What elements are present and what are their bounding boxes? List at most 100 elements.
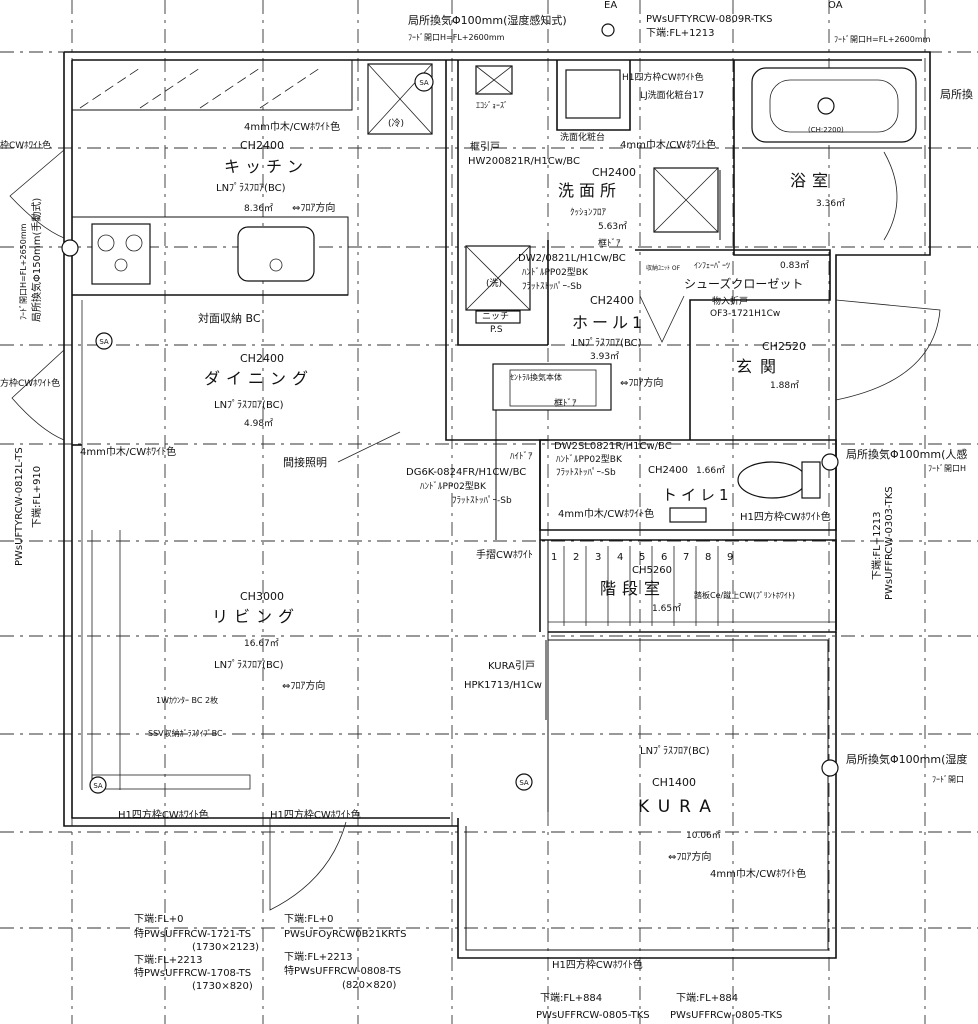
w3-sill: 下端:FL+0: [284, 912, 333, 925]
door1-handle: ﾊﾝﾄﾞﾙPP02型BK: [522, 267, 589, 278]
hall-ch: CH2400: [590, 294, 634, 307]
hall-floor: LNﾌﾟﾗｽﾌﾛｱ(BC): [572, 337, 642, 349]
washroom-door-code: HW200821R/H1Cw/BC: [468, 156, 580, 167]
entrance-name: 玄関: [736, 357, 784, 376]
stair: [548, 546, 836, 626]
left-window-sill: 下端:FL+910: [30, 466, 43, 528]
w4-code: 特PWsUFFRCW-0808-TS: [284, 965, 401, 977]
toilet-area: 1.66㎡: [696, 465, 725, 476]
dining-area: 4.98㎡: [244, 418, 273, 429]
living-area: 16.67㎡: [244, 638, 279, 649]
w6-sill: 下端:FL+884: [676, 991, 738, 1004]
stair-ch: CH5260: [632, 565, 672, 576]
step-number: 5: [639, 552, 645, 563]
left-hood: ﾌｰﾄﾞ開口H=FL+2650mm: [19, 223, 28, 320]
washroom-frame: H1四方枠CWﾎﾜｲﾄ色: [622, 71, 704, 83]
door3-handle: ﾊﾝﾄﾞﾙPP02型BK: [420, 481, 487, 492]
toilet-fixtures: [669, 461, 821, 523]
w4-sill: 下端:FL+2213: [284, 950, 353, 963]
shoe-name: シューズクローゼット: [684, 276, 803, 291]
entrance-area: 1.88㎡: [770, 380, 799, 391]
door2-stopper: ﾌﾗｯﾄｽﾄｯﾊﾟｰ-Sb: [556, 467, 616, 478]
washroom-vanity-model: LJ洗面化粧台17: [640, 89, 704, 101]
top-hood-right: ﾌｰﾄﾞ開口H=FL+2600mm: [834, 35, 931, 44]
top-window-code: PWsUFTYRCW-0809R-TKS: [646, 14, 772, 25]
interior-walls: [71, 59, 922, 812]
toilet-hood: ﾌｰﾄﾞ開口H: [928, 464, 966, 473]
hall-area: 3.93㎡: [590, 351, 619, 362]
kura-ch: CH1400: [652, 776, 696, 789]
w6-code: PWsUFFRCw-0805-TKS: [670, 1010, 782, 1021]
washroom-name: 洗面所: [558, 181, 621, 200]
grid-ea-label: EA: [604, 0, 617, 11]
living-ssv: SSV収納ｶﾞﾗｽﾀｲﾌﾟBC: [148, 728, 223, 738]
left-vent: 局所換気Φ150mm(手動式): [30, 198, 43, 322]
left-frame2: 方枠CWﾎﾜｲﾄ色: [0, 377, 60, 389]
door1-frame: 框ﾄﾞｱ: [598, 237, 621, 249]
door3-label: ﾊｲﾄﾞｱ: [510, 451, 533, 462]
step-number: 3: [595, 552, 601, 563]
door3-stopper: ﾌﾗｯﾄｽﾄｯﾊﾟｰ-Sb: [452, 495, 512, 506]
stair-area: 1.65㎡: [652, 603, 681, 614]
bottom-frame-mid: H1四方枠CWﾎﾜｲﾄ色: [270, 808, 361, 821]
top-window-sill: 下端:FL+1213: [646, 26, 715, 39]
bath-area: 3.36㎡: [816, 198, 845, 209]
door1-stopper: ﾌﾗｯﾄｽﾄｯﾊﾟｰ-Sb: [522, 281, 582, 292]
living-name: リビング: [212, 607, 300, 626]
living-floor: LNﾌﾟﾗｽﾌﾛｱ(BC): [214, 659, 284, 671]
stove-icon: [91, 223, 151, 285]
w3-code: PWsUFOyRCW0B21KRTS: [284, 929, 407, 940]
kura-vent: 局所換気Φ100mm(湿度: [846, 752, 967, 766]
living-fixtures: [81, 300, 251, 790]
hall-vent: ｾﾝﾄﾗﾙ換気本体: [510, 372, 562, 382]
bath-fixtures: [751, 67, 917, 241]
sa-label-1: SA: [99, 338, 109, 346]
niche-box: [475, 310, 521, 324]
w2-code: 特PWsUFFRCW-1708-TS: [134, 967, 251, 979]
living-ch: CH3000: [240, 590, 284, 603]
toilet-vent: 局所換気Φ100mm(人感: [846, 447, 967, 461]
washroom-cold: (冷): [388, 117, 404, 129]
top-hood-label: ﾌｰﾄﾞ開口H=FL+2600mm: [408, 33, 505, 42]
washroom-ecojoes: ｴｺｼﾞｮｰｽﾞ: [476, 101, 508, 110]
dining-skirting: 4mm巾木/CWﾎﾜｲﾄ色: [80, 445, 176, 458]
sa-label-3: SA: [519, 779, 529, 787]
stair-handrail: 手摺CWﾎﾜｲﾄ: [476, 548, 533, 561]
washroom-wash: (洗): [486, 277, 502, 289]
dining-light: 間接照明: [283, 456, 327, 469]
left-window-code: PWsUFTYRCW-0812L-TS: [14, 447, 25, 566]
door1-code: DW2/0821L/H1Cw/BC: [518, 253, 626, 264]
toilet-icon: [737, 461, 807, 499]
kura-skirting: 4mm巾木/CWﾎﾜｲﾄ色: [710, 867, 806, 880]
bath-name: 浴室: [790, 171, 834, 190]
sink-icon: [237, 226, 315, 282]
sa-symbols: SA SA SA SA: [89, 79, 533, 794]
washroom-area: 5.63㎡: [598, 221, 627, 232]
w5-sill: 下端:FL+884: [540, 991, 602, 1004]
w2-sill: 下端:FL+2213: [134, 953, 203, 966]
washroom-fixtures: [465, 65, 719, 324]
step-number: 7: [683, 552, 689, 563]
step-number: 4: [617, 552, 623, 563]
door2-handle: ﾊﾝﾄﾞﾙPP02型BK: [556, 454, 623, 465]
kitchen-area: 8.36㎡: [244, 203, 273, 214]
door3-code: DG6K-0824FR/H1CW/BC: [406, 467, 526, 478]
w1-size: (1730×2123): [192, 942, 259, 953]
step-number: 2: [573, 552, 579, 563]
washroom-ch: CH2400: [592, 166, 636, 179]
w5-code: PWsUFFRCW-0805-TKS: [536, 1010, 650, 1021]
toilet-ch: CH2400: [648, 465, 688, 476]
washroom-door-label: 框引戸: [470, 140, 500, 153]
door-swings: [9, 149, 941, 911]
toilet-skirting: 4mm巾木/CWﾎﾜｲﾄ色: [558, 507, 654, 520]
washroom-skirting: 4mm巾木/CWﾎﾜｲﾄ色: [620, 138, 716, 151]
kitchen-floor: LNﾌﾟﾗｽﾌﾛｱ(BC): [216, 182, 286, 194]
bottom-frame-kura: H1四方枠CWﾎﾜｲﾄ色: [552, 958, 643, 971]
living-dir: ⇔ﾌﾛｱ方向: [282, 679, 325, 692]
shoe-area: 0.83㎡: [780, 260, 809, 271]
kitchen-storage: 対面収納 BC: [198, 311, 261, 325]
dining-ch: CH2400: [240, 352, 284, 365]
hall-ps: P.S: [490, 325, 503, 335]
